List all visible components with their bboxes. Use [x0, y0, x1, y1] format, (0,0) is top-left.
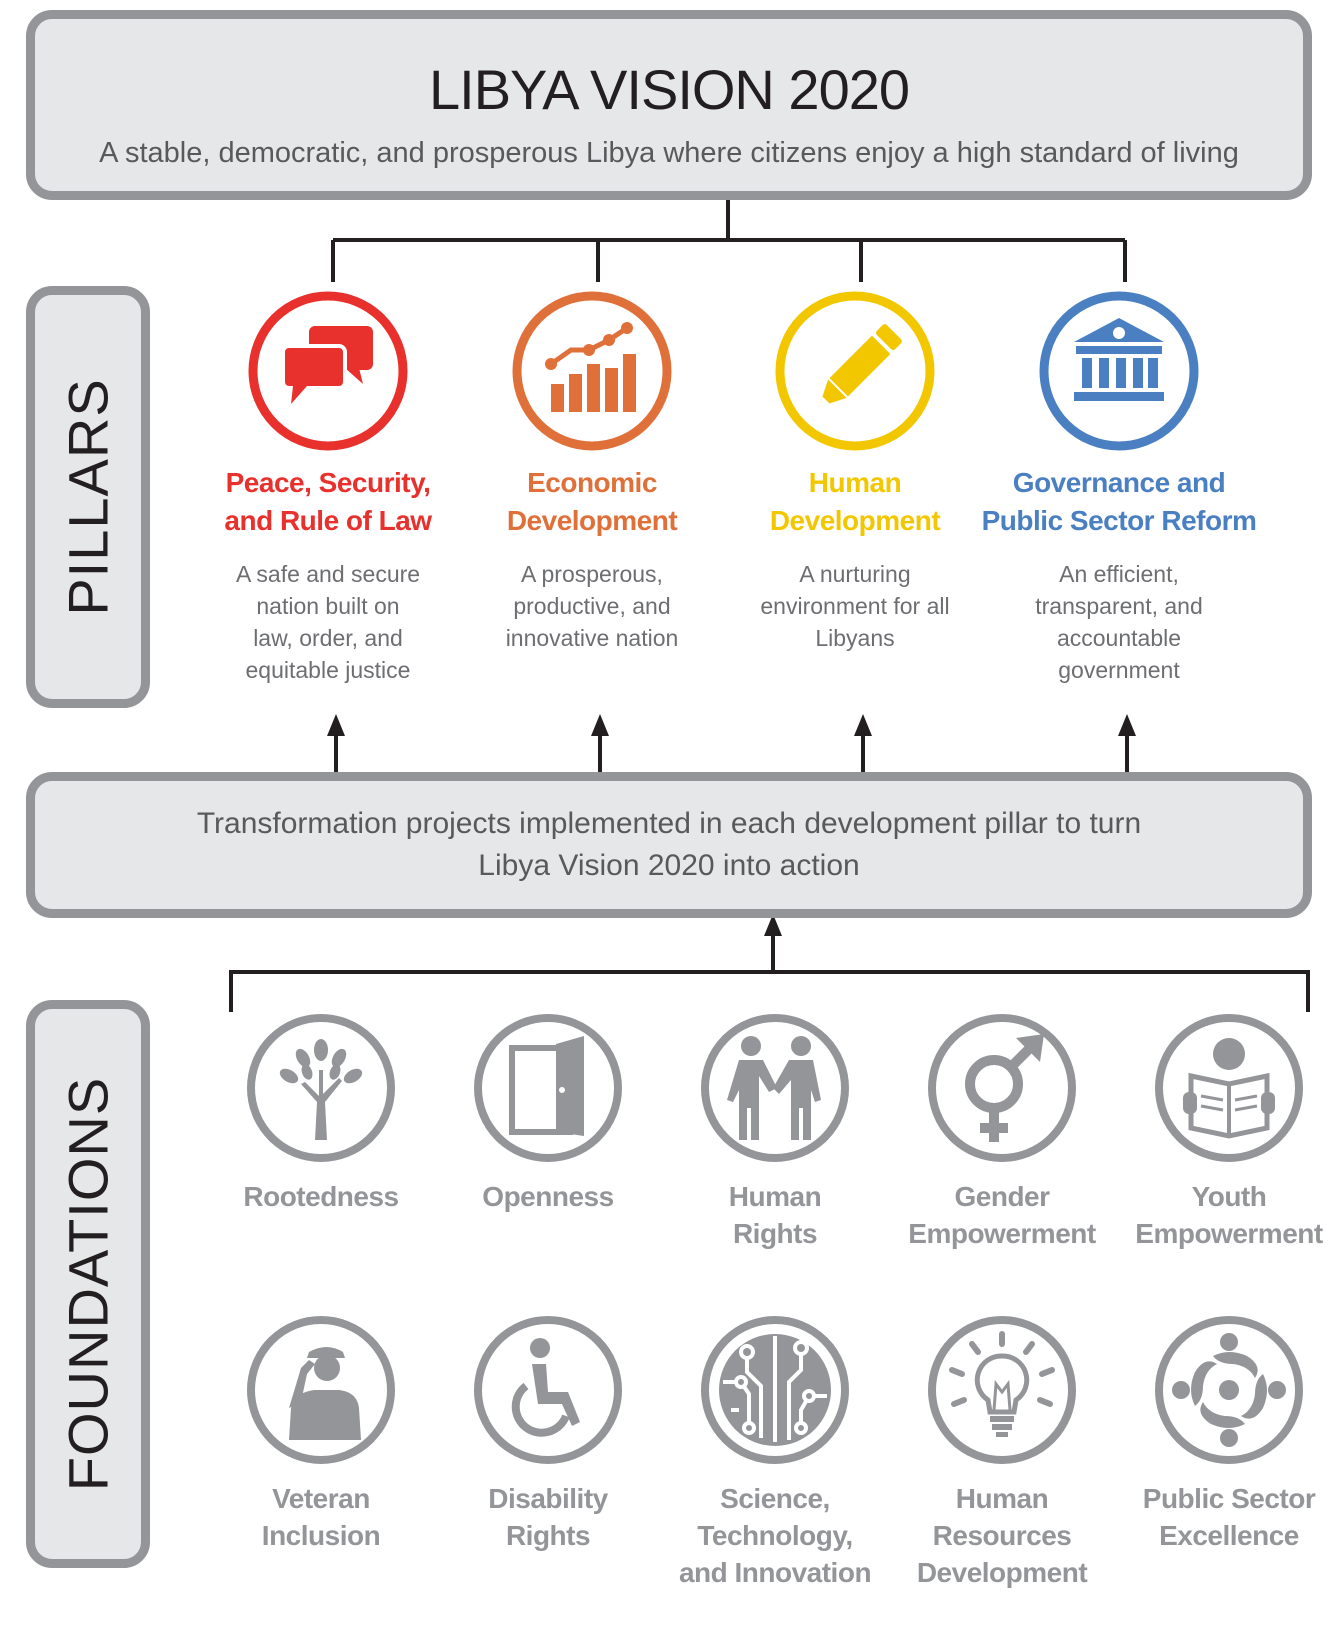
foundation-label: Openness: [482, 1181, 614, 1212]
growth-chart-icon: [509, 288, 675, 454]
transformation-box: Transformation projects implemented in e…: [26, 772, 1312, 918]
lightbulb-icon: [924, 1312, 1080, 1468]
speech-bubbles-icon: [245, 288, 411, 454]
transformation-text: Transformation projects implemented in e…: [196, 807, 1142, 882]
pillar-description: An efficient, transparent, and accountab…: [1035, 561, 1203, 683]
pillar-title: Economic Development: [506, 467, 678, 536]
foundations-side-label: FOUNDATIONS: [26, 1000, 150, 1568]
pencil-icon: [772, 288, 938, 454]
foundation-label: Science,Technology,and Innovation: [678, 1483, 872, 1588]
circuit-icon: [697, 1312, 853, 1468]
wheelchair-icon: [470, 1312, 626, 1468]
saluting-soldier-icon: [243, 1312, 399, 1468]
pillar-title: Governance and Public Sector Reform: [981, 467, 1257, 536]
pillar-arrow: [1118, 714, 1136, 772]
pillar-description: A prosperous, productive, and innovative…: [505, 561, 679, 651]
pillar-title: Human Development: [769, 467, 941, 536]
tree-icon: [243, 1010, 399, 1166]
pillar-arrow: [854, 714, 872, 772]
pillar-arrows: [327, 714, 1136, 772]
reading-person-icon: [1151, 1010, 1307, 1166]
pillar-description: A nurturing environment for all Libyans: [760, 561, 950, 651]
vision-box: LIBYA VISION 2020 A stable, democratic, …: [26, 10, 1312, 200]
foundation-label: Rootedness: [243, 1181, 399, 1212]
people-circle-icon: [1151, 1312, 1307, 1468]
vision-to-pillars-bracket: [331, 200, 1127, 282]
pillar-description: A safe and secure nation built on law, o…: [235, 561, 421, 683]
vision-subtitle: A stable, democratic, and prosperous Lib…: [99, 137, 1239, 169]
pillar-arrow: [591, 714, 609, 772]
vision-title: LIBYA VISION 2020: [428, 58, 910, 121]
pillar-title: Peace, Security, and Rule of Law: [224, 467, 432, 536]
government-building-icon: [1036, 288, 1202, 454]
pillars-side-label: PILLARS: [26, 286, 150, 708]
gender-symbol-icon: [924, 1010, 1080, 1166]
handshake-icon: [697, 1010, 853, 1166]
open-door-icon: [470, 1010, 626, 1166]
pillar-arrow: [327, 714, 345, 772]
foundations-bracket: [229, 914, 1310, 1012]
